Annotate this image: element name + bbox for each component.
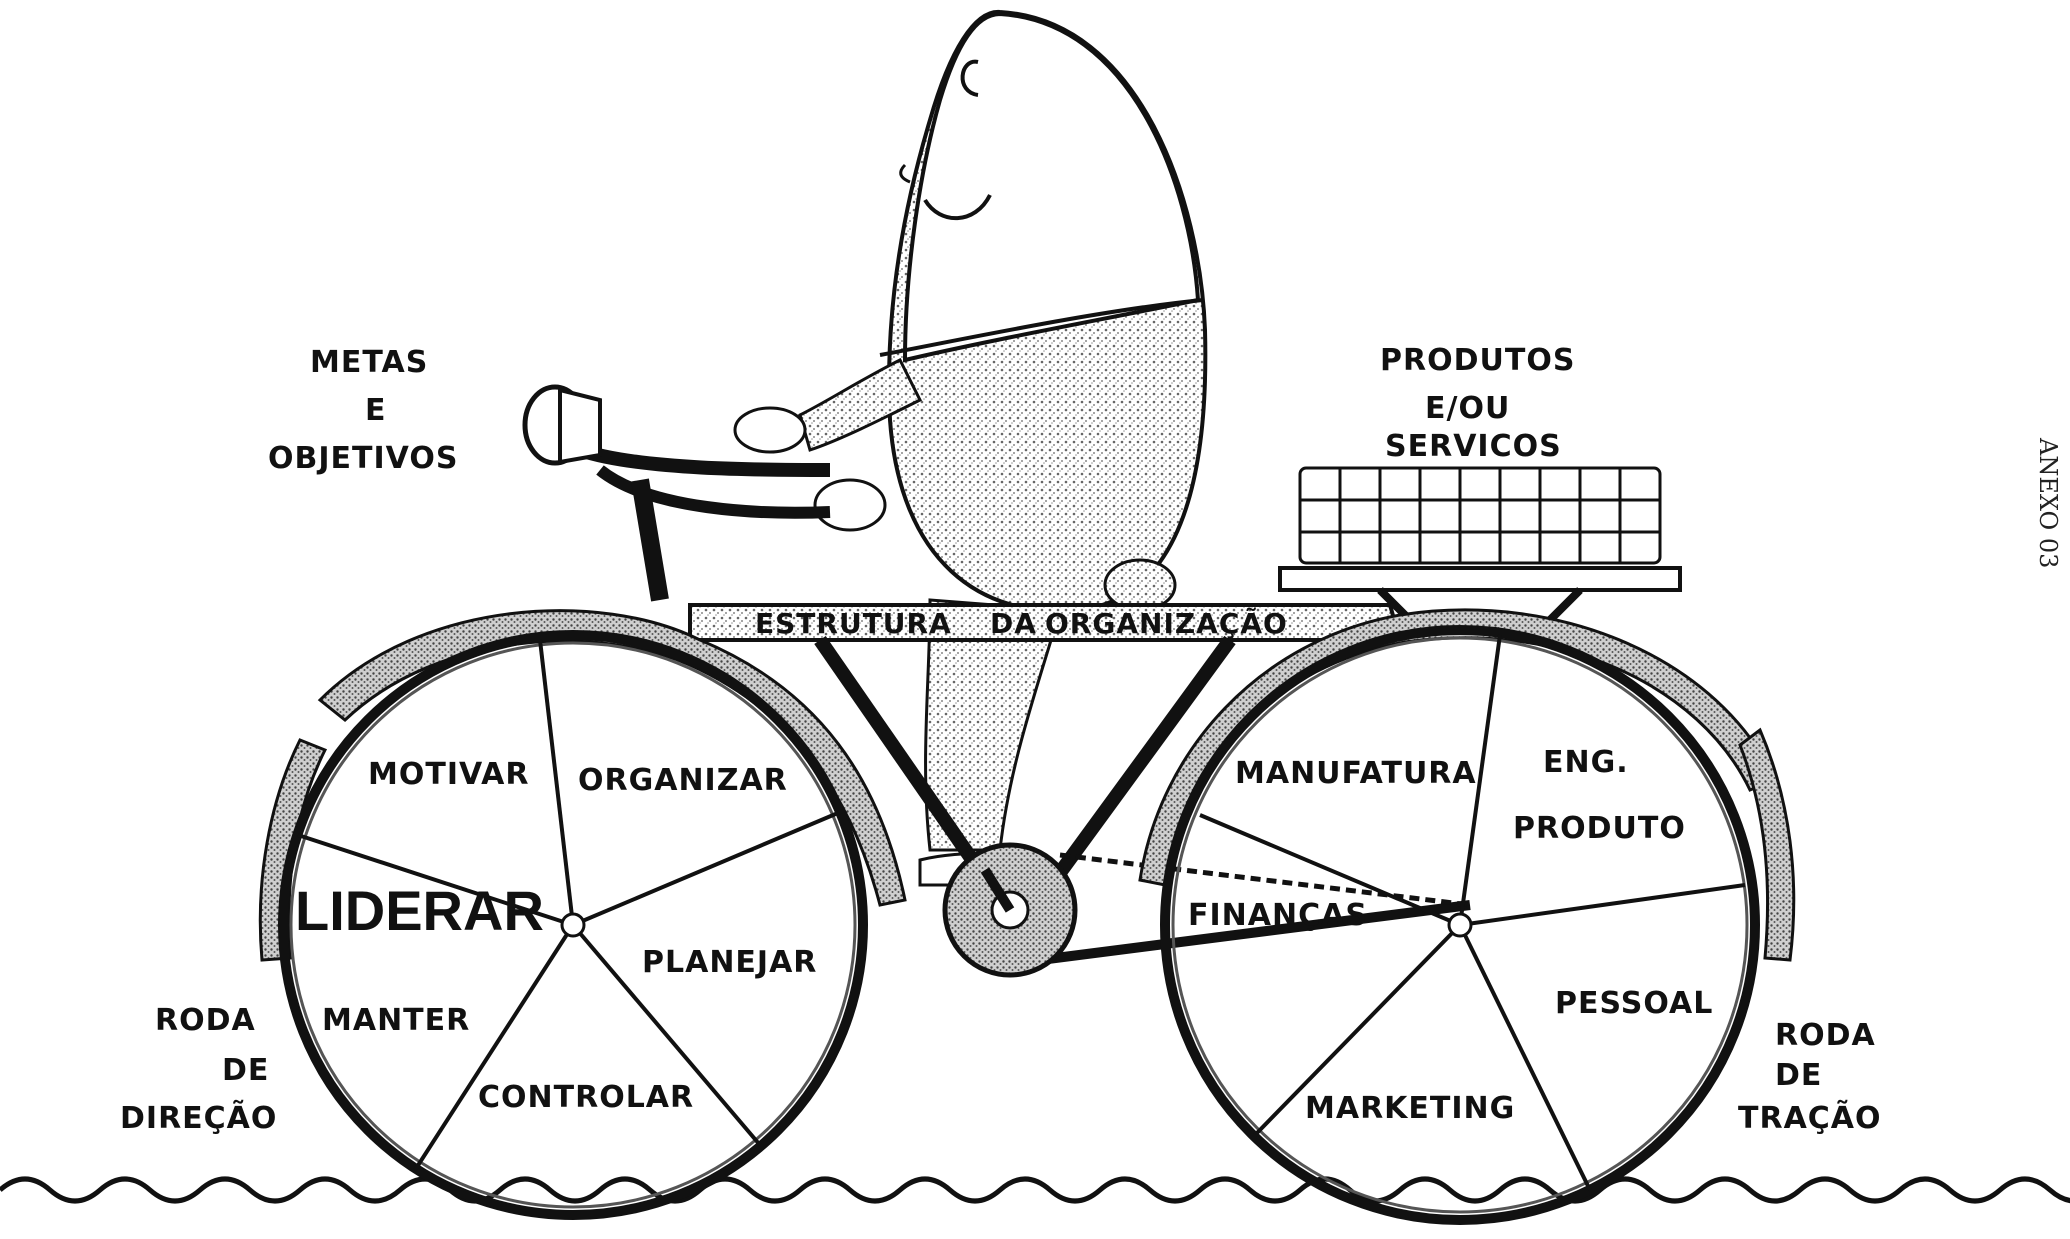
rear-spoke: [1460, 885, 1745, 925]
frame-label: ESTRUTURA DA ORGANIZAÇÃO: [755, 606, 1288, 640]
products-line-3: SERVICOS: [1385, 429, 1562, 464]
frame-label-part2: DA: [990, 607, 1037, 640]
label-organizar: ORGANIZAR: [578, 763, 788, 798]
label-pessoal: PESSOAL: [1555, 986, 1713, 1021]
rider-nose: [901, 165, 910, 182]
goals-line-2: E: [365, 393, 387, 428]
ground-wave: [0, 1179, 2070, 1201]
products-line-1: PRODUTOS: [1380, 343, 1575, 378]
products-note: PRODUTOS E/OU SERVICOS: [1380, 343, 1575, 464]
rear-hub: [1449, 914, 1471, 936]
label-manter: MANTER: [322, 1003, 470, 1038]
goals-line-1: METAS: [310, 345, 428, 380]
front-hub: [562, 914, 584, 936]
cargo-box-block: [1300, 468, 1660, 563]
label-motivar: MOTIVAR: [368, 757, 529, 792]
rear-spoke: [1460, 925, 1590, 1190]
cargo-boxes: [1300, 468, 1660, 563]
label-manufatura: MANUFATURA: [1235, 756, 1477, 791]
frame-label-part3: ORGANIZAÇÃO: [1045, 606, 1288, 640]
label-controlar: CONTROLAR: [478, 1080, 694, 1115]
steering-line-2: DE: [222, 1053, 269, 1088]
front-spoke: [540, 640, 573, 925]
steering-line-3: DIREÇÃO: [120, 1099, 277, 1136]
label-planejar: PLANEJAR: [642, 945, 817, 980]
front-spoke: [415, 925, 573, 1170]
traction-line-3: TRAÇÃO: [1738, 1099, 1882, 1136]
label-financas: FINANÇAS: [1188, 898, 1368, 933]
label-marketing: MARKETING: [1305, 1091, 1515, 1126]
goals-line-3: OBJETIVOS: [268, 441, 458, 476]
products-line-2: E/OU: [1425, 391, 1510, 426]
traction-wheel-note: RODA DE TRAÇÃO: [1738, 1018, 1882, 1136]
rider-hand-upper: [735, 408, 805, 452]
lamp-body: [560, 390, 600, 462]
label-produto: PRODUTO: [1513, 811, 1686, 846]
annex-label: ANEXO 03: [2034, 437, 2062, 568]
traction-line-2: DE: [1775, 1058, 1822, 1093]
front-spoke: [573, 810, 845, 925]
steering-line-1: RODA: [155, 1003, 256, 1038]
goals-note: METAS E OBJETIVOS: [268, 345, 458, 476]
label-eng: ENG.: [1543, 745, 1629, 780]
handlebar: [580, 450, 830, 470]
frame-label-part1: ESTRUTURA: [755, 607, 952, 640]
traction-line-1: RODA: [1775, 1018, 1876, 1053]
rider-knee: [1105, 560, 1175, 610]
label-liderar: LIDERAR: [295, 879, 544, 942]
front-wheel-labels: MOTIVAR ORGANIZAR LIDERAR PLANEJAR MANTE…: [295, 757, 817, 1115]
steering-wheel-note: RODA DE DIREÇÃO: [120, 1003, 277, 1136]
rack-platform: [1280, 568, 1680, 590]
rider-hand-lower: [815, 480, 885, 530]
